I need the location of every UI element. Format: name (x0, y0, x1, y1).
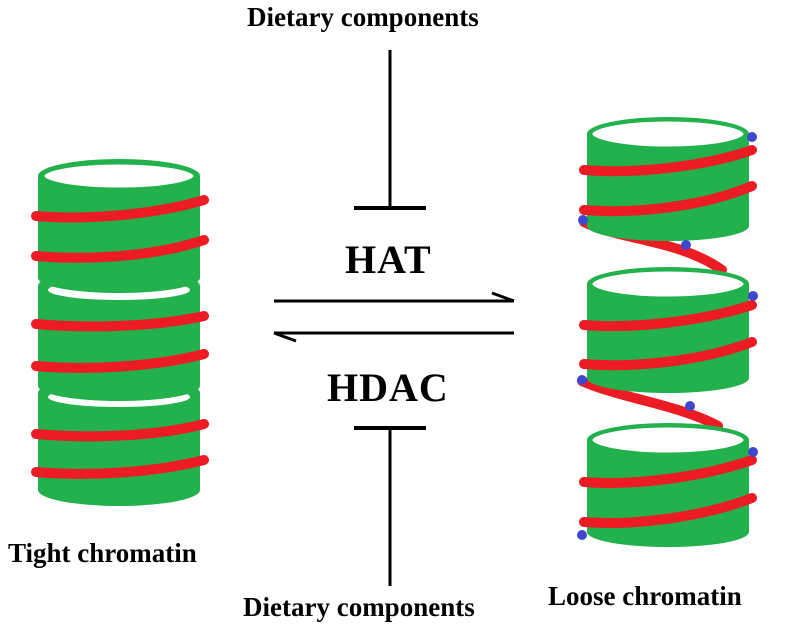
reverse-arrow (273, 331, 514, 343)
loose-nucleosome-3 (577, 423, 758, 547)
forward-arrow (274, 291, 515, 303)
acetyl-mark (577, 530, 587, 540)
acetyl-mark (578, 215, 588, 225)
inhibition-top (354, 50, 426, 210)
acetyl-mark (748, 447, 758, 457)
inhibition-bottom (354, 426, 426, 586)
tight-nucleosome-1 (31, 159, 209, 293)
loose-chromatin-stack (577, 117, 758, 547)
tight-chromatin-stack (31, 159, 209, 506)
tight-chromatin-label: Tight chromatin (8, 538, 197, 568)
dietary-components-top-label: Dietary components (247, 2, 479, 32)
acetyl-mark (681, 240, 691, 250)
loose-nucleosome-2 (577, 267, 758, 411)
hat-label: HAT (345, 237, 432, 282)
acetyl-mark (748, 291, 758, 301)
acetyl-mark (685, 401, 695, 411)
loose-chromatin-label: Loose chromatin (548, 581, 742, 611)
hdac-label: HDAC (327, 365, 449, 410)
loose-nucleosome-1 (578, 117, 757, 250)
acetyl-mark (747, 132, 757, 142)
dietary-components-bottom-label: Dietary components (243, 592, 475, 622)
acetyl-mark (577, 375, 587, 385)
linker-dna-2 (577, 376, 723, 431)
